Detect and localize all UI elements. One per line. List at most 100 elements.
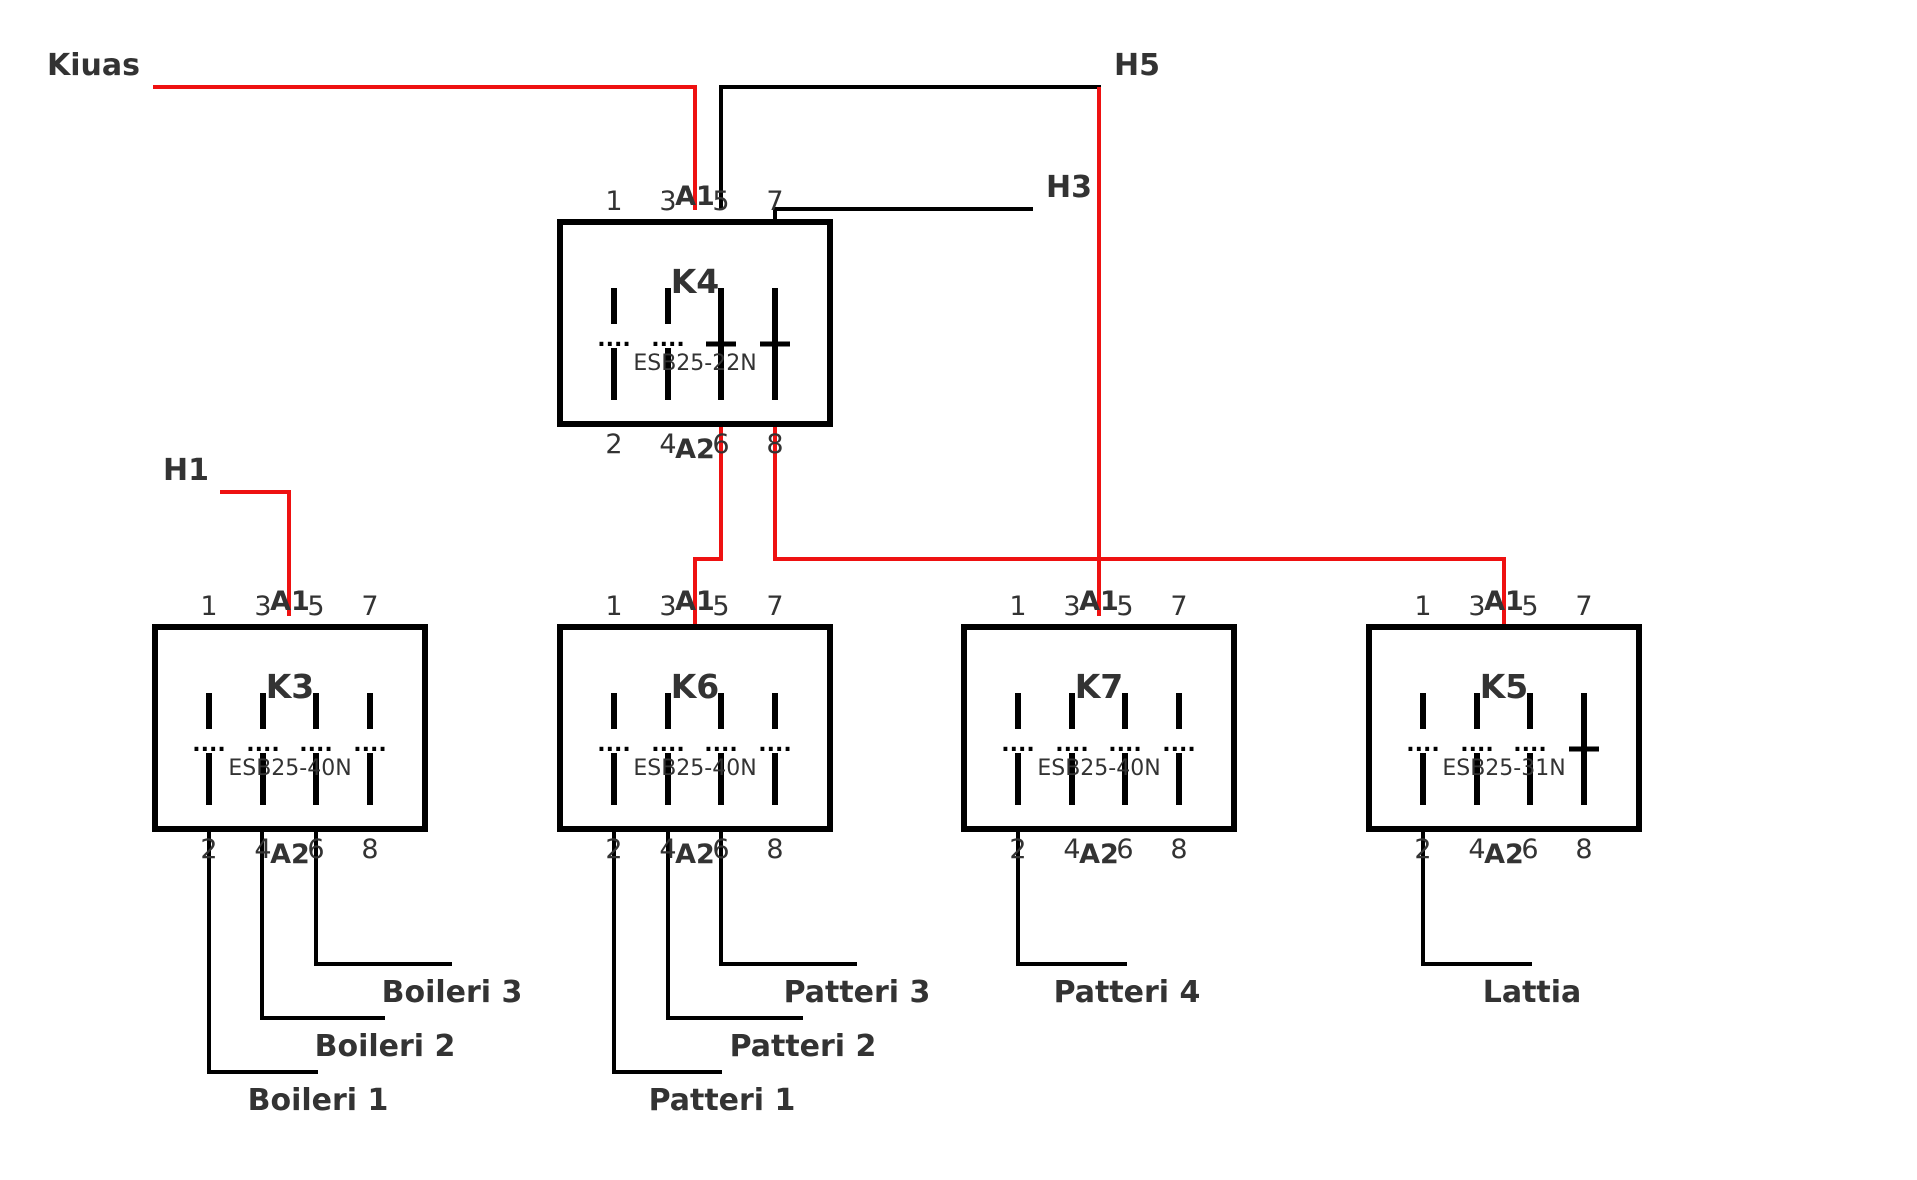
contact-nc-3: ....	[704, 693, 738, 805]
pin-1: 1	[1414, 591, 1431, 622]
svg-text:....: ....	[299, 732, 332, 757]
load-label-boileri-1: Boileri 1	[248, 1083, 389, 1118]
contact-nc-1: ....	[1001, 693, 1035, 805]
pin-8: 8	[1170, 834, 1187, 865]
svg-text:....: ....	[597, 327, 630, 352]
contact-nc-3: ....	[1108, 693, 1142, 805]
svg-text:....: ....	[1055, 732, 1088, 757]
pin-3: 3	[659, 186, 676, 217]
relay-k3-model: ESB25-40N	[228, 756, 351, 781]
svg-text:....: ....	[1162, 732, 1195, 757]
svg-text:....: ....	[704, 732, 737, 757]
pin-2: 2	[1414, 834, 1431, 865]
pin-4: 4	[659, 429, 676, 460]
relay-k5-top-pins: 1 3 5 7 A1	[1414, 586, 1592, 622]
relay-k6-top-pins: 1 3 5 7 A1	[605, 586, 783, 622]
pin-8: 8	[361, 834, 378, 865]
signal-label-h5: H5	[1114, 48, 1160, 83]
wire-k3-pin4-boileri-2	[260, 830, 385, 1020]
svg-text:....: ....	[651, 327, 684, 352]
pin-5: 5	[712, 186, 729, 217]
wire-k6-pin2-patteri-1	[612, 830, 722, 1074]
load-label-boileri-2: Boileri 2	[315, 1029, 456, 1064]
pin-5: 5	[1521, 591, 1538, 622]
coil-a2: A2	[270, 839, 310, 870]
pin-8: 8	[766, 834, 783, 865]
coil-a1: A1	[1484, 586, 1524, 617]
relay-k4-name: K4	[671, 262, 720, 301]
coil-a2: A2	[675, 839, 715, 870]
contact-no-4	[1569, 693, 1599, 805]
pin-5: 5	[712, 591, 729, 622]
pin-6: 6	[1116, 834, 1133, 865]
pin-4: 4	[1063, 834, 1080, 865]
relay-k5-bottom-pins: 2 4 6 8 A2	[1414, 834, 1592, 870]
pin-8: 8	[766, 429, 783, 460]
load-label-lattia: Lattia	[1483, 975, 1582, 1010]
relay-k5: K5 .... .... .... ESB25-31N 1 3 5 7 A1 2…	[1366, 586, 1642, 870]
coil-a2: A2	[1079, 839, 1119, 870]
coil-a2: A2	[675, 434, 715, 465]
pin-7: 7	[361, 591, 378, 622]
svg-text:....: ....	[758, 732, 791, 757]
svg-text:....: ....	[1001, 732, 1034, 757]
pin-4: 4	[659, 834, 676, 865]
relay-k5-name: K5	[1480, 667, 1529, 706]
relay-k7-box	[961, 624, 1237, 832]
svg-text:....: ....	[1513, 732, 1546, 757]
load-label-boileri-3: Boileri 3	[382, 975, 523, 1010]
relay-k3-name: K3	[266, 667, 315, 706]
pin-6: 6	[307, 834, 324, 865]
svg-text:....: ....	[246, 732, 279, 757]
svg-text:....: ....	[651, 732, 684, 757]
pin-3: 3	[1063, 591, 1080, 622]
signal-labels: Kiuas H5 H3 H1	[47, 48, 1160, 488]
relay-k6-bottom-pins: 2 4 6 8 A2	[605, 834, 783, 870]
contact-nc-1: ....	[192, 693, 226, 805]
contact-nc-4: ....	[353, 693, 387, 805]
pin-3: 3	[254, 591, 271, 622]
relay-k6-model: ESB25-40N	[633, 756, 756, 781]
pin-1: 1	[1009, 591, 1026, 622]
svg-text:....: ....	[353, 732, 386, 757]
signal-label-h1: H1	[163, 453, 209, 488]
relay-k7-name: K7	[1075, 667, 1124, 706]
svg-text:....: ....	[192, 732, 225, 757]
relay-k4-top-pins: 1 3 5 7 A1	[605, 181, 783, 217]
contact-nc-2: ....	[651, 693, 685, 805]
load-label-patteri-3: Patteri 3	[784, 975, 931, 1010]
pin-1: 1	[605, 186, 622, 217]
contact-nc-3: ....	[299, 693, 333, 805]
relay-k4-bottom-pins: 2 4 6 8 A2	[605, 429, 783, 465]
pin-5: 5	[307, 591, 324, 622]
pin-6: 6	[712, 834, 729, 865]
wires	[153, 85, 1532, 1074]
pin-2: 2	[605, 429, 622, 460]
contact-nc-3: ....	[1513, 693, 1547, 805]
contact-nc-2: ....	[246, 693, 280, 805]
svg-text:....: ....	[1406, 732, 1439, 757]
wire-k6-pin4-patteri-2	[666, 830, 803, 1020]
pin-7: 7	[766, 591, 783, 622]
relay-k7-model: ESB25-40N	[1037, 756, 1160, 781]
relay-k7-contacts: .... .... .... ....	[1001, 693, 1196, 805]
pin-4: 4	[254, 834, 271, 865]
signal-label-h3: H3	[1046, 170, 1092, 205]
pin-2: 2	[200, 834, 217, 865]
contact-no-4	[760, 288, 790, 400]
pin-7: 7	[766, 186, 783, 217]
coil-a1: A1	[675, 181, 715, 212]
svg-text:....: ....	[1460, 732, 1493, 757]
contact-nc-2: ....	[651, 288, 685, 400]
relay-k5-box	[1366, 624, 1642, 832]
wire-k4-pin6-to-k6-a1	[693, 425, 723, 628]
pin-5: 5	[1116, 591, 1133, 622]
signal-label-kiuas: Kiuas	[47, 48, 140, 83]
relay-k5-contacts: .... .... ....	[1406, 693, 1599, 805]
relay-k5-model: ESB25-31N	[1442, 756, 1565, 781]
relay-k6-contacts: .... .... .... ....	[597, 693, 792, 805]
wire-k4-pin8-to-k5-a1	[773, 425, 1506, 628]
contact-nc-4: ....	[1162, 693, 1196, 805]
pin-1: 1	[200, 591, 217, 622]
